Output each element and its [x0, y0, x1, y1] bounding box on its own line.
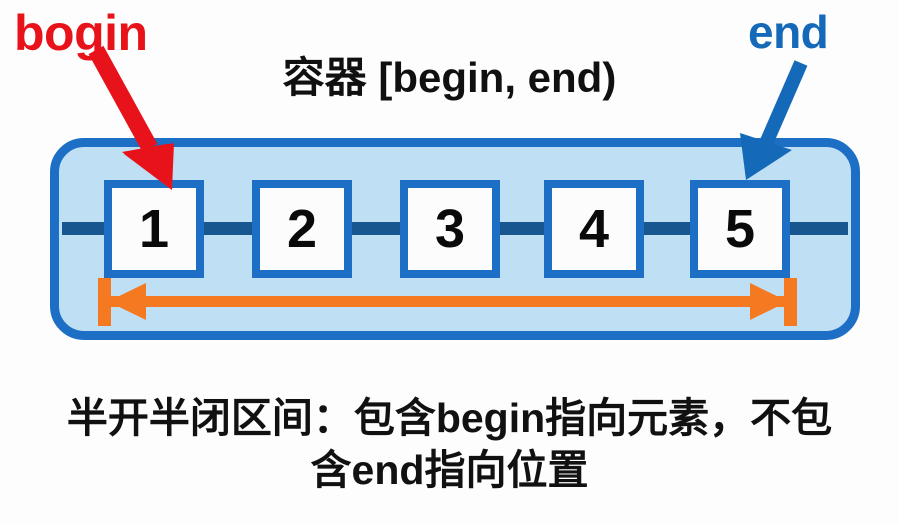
caption-block: 半开半闭区间：包含begin指向元素，不包 含end指向位置 — [0, 392, 899, 497]
element-cell: 5 — [690, 180, 790, 278]
caption-line-2: 含end指向位置 — [310, 447, 589, 494]
element-cell-value: 3 — [434, 199, 466, 259]
element-cell-value: 2 — [286, 199, 318, 259]
element-cell: 2 — [252, 180, 352, 278]
caption-line-1: 半开半闭区间：包含begin指向元素，不包 — [66, 395, 833, 441]
diagram-title: 容器 [begin, end) — [282, 54, 617, 101]
end-label: end — [748, 6, 829, 58]
element-cell: 4 — [544, 180, 644, 278]
element-cell-value: 1 — [138, 199, 170, 259]
element-cell-value: 4 — [578, 199, 610, 259]
element-cell: 1 — [104, 180, 204, 278]
element-cell-value: 5 — [724, 199, 756, 259]
element-cell: 3 — [400, 180, 500, 278]
begin-label: bogin — [14, 5, 148, 61]
